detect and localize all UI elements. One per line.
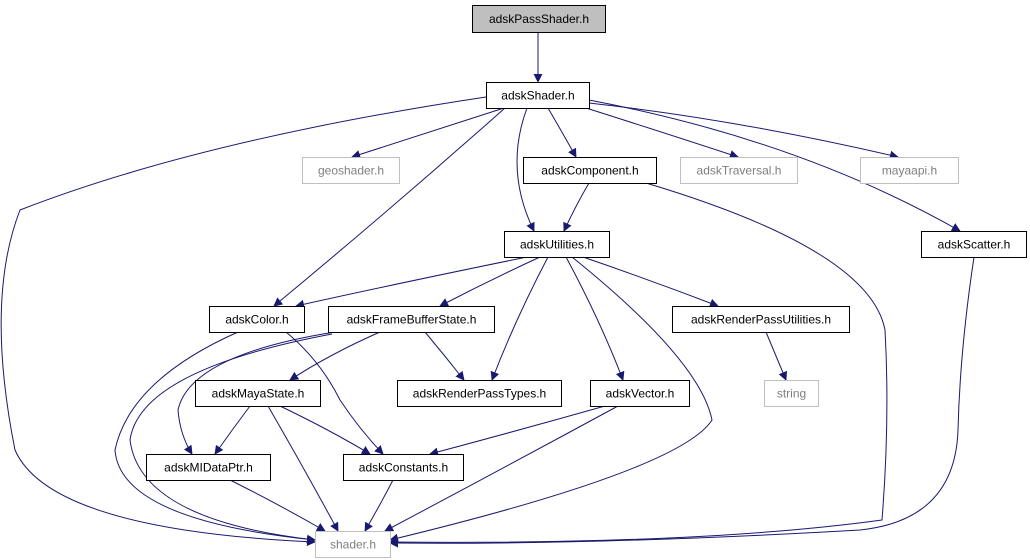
node-string: string [764, 380, 819, 407]
node-shader-h: shader.h [315, 531, 391, 558]
node-box-mayaapi [860, 157, 959, 184]
edge-shader-to-mayaapi [588, 102, 899, 160]
node-label-shader-h: shader.h [330, 538, 376, 552]
edge-scatter-to-shader-h [389, 256, 975, 548]
edge-utilities-to-render-pass-types [490, 256, 549, 381]
node-label-maya-state: adskMayaState.h [212, 387, 305, 401]
node-utilities[interactable]: adskUtilities.h [504, 231, 610, 258]
node-box-constants [343, 454, 464, 481]
edge-vector-to-shader-h [384, 405, 619, 532]
node-label-scatter: adskScatter.h [938, 238, 1011, 252]
edge-utilities-to-shader-h [389, 256, 713, 543]
edge-shader-to-geoshader [351, 107, 505, 159]
edge-color-to-shader-h [114, 331, 316, 544]
edge-utilities-to-color [295, 256, 528, 309]
node-box-string [764, 380, 819, 407]
edge-shader-to-component [547, 107, 577, 158]
edge-maya-state-to-shader-h [267, 405, 339, 532]
node-label-render-pass-types: adskRenderPassTypes.h [413, 387, 546, 401]
node-render-pass-types[interactable]: adskRenderPassTypes.h [397, 380, 562, 407]
edge-shader-to-scatter [588, 99, 961, 232]
edge-framebuffer-state-to-render-pass-types [424, 331, 465, 381]
edge-render-pass-utilities-to-string [765, 331, 788, 381]
edge-shader-to-traversal [585, 107, 739, 159]
edge-shader-to-shader-h [0, 96, 487, 547]
node-component[interactable]: adskComponent.h [523, 157, 657, 184]
edge-framebuffer-state-to-mi-data-ptr [177, 331, 336, 455]
node-traversal: adskTraversal.h [680, 157, 798, 184]
node-box-mi-data-ptr [146, 454, 271, 481]
node-color[interactable]: adskColor.h [209, 306, 305, 333]
node-label-mayaapi: mayaapi.h [882, 164, 937, 178]
node-geoshader: geoshader.h [302, 157, 400, 184]
node-label-component: adskComponent.h [541, 164, 638, 178]
node-label-framebuffer-state: adskFrameBufferState.h [347, 313, 477, 327]
node-shader[interactable]: adskShader.h [486, 82, 590, 109]
node-label-traversal: adskTraversal.h [697, 164, 782, 178]
edge-maya-state-to-constants [279, 405, 371, 455]
node-box-utilities [504, 231, 610, 258]
node-label-geoshader: geoshader.h [318, 164, 384, 178]
node-label-mi-data-ptr: adskMIDataPtr.h [164, 461, 253, 475]
node-label-color: adskColor.h [225, 313, 288, 327]
node-box-maya-state [195, 380, 321, 407]
node-box-render-pass-types [397, 380, 562, 407]
node-pass-shader[interactable]: adskPassShader.h [472, 5, 606, 33]
edge-framebuffer-state-to-maya-state [289, 331, 381, 381]
edge-utilities-to-vector [565, 256, 625, 381]
edge-utilities-to-framebuffer-state [439, 256, 541, 307]
node-mayaapi: mayaapi.h [860, 157, 959, 184]
edge-framebuffer-state-to-shader-h [129, 333, 333, 544]
node-label-pass-shader: adskPassShader.h [489, 12, 589, 26]
node-box-vector [590, 380, 690, 407]
node-box-pass-shader [472, 5, 606, 33]
node-framebuffer-state[interactable]: adskFrameBufferState.h [328, 306, 495, 333]
edge-utilities-to-render-pass-utilities [582, 256, 719, 308]
node-mi-data-ptr[interactable]: adskMIDataPtr.h [146, 454, 271, 481]
node-label-utilities: adskUtilities.h [520, 238, 594, 252]
edge-color-to-constants [285, 331, 384, 455]
edges [0, 32, 975, 548]
node-box-shader [486, 82, 590, 109]
node-label-render-pass-utilities: adskRenderPassUtilities.h [691, 313, 831, 327]
nodes: adskPassShader.h adskShader.h geoshader.h a… [146, 5, 1027, 558]
node-box-component [523, 157, 657, 184]
node-box-shader-h [315, 531, 391, 558]
node-render-pass-utilities[interactable]: adskRenderPassUtilities.h [672, 306, 850, 333]
node-label-string: string [777, 387, 806, 401]
edge-component-to-shader-h [389, 182, 888, 547]
node-maya-state[interactable]: adskMayaState.h [195, 380, 321, 407]
node-box-color [209, 306, 305, 333]
node-box-framebuffer-state [328, 306, 495, 333]
node-box-scatter [921, 231, 1027, 258]
edge-vector-to-constants [429, 405, 606, 457]
edge-component-to-utilities [563, 182, 590, 232]
node-label-constants: adskConstants.h [359, 461, 448, 475]
edge-maya-state-to-mi-data-ptr [214, 405, 251, 455]
edge-constants-to-shader-h [364, 479, 394, 532]
edge-shader-to-utilities [516, 107, 535, 232]
edge-shader-to-color [273, 107, 506, 307]
node-scatter[interactable]: adskScatter.h [921, 231, 1027, 258]
node-box-render-pass-utilities [672, 306, 850, 333]
edge-mi-data-ptr-to-shader-h [229, 479, 326, 532]
node-box-traversal [680, 157, 798, 184]
node-constants[interactable]: adskConstants.h [343, 454, 464, 481]
node-label-shader: adskShader.h [501, 89, 574, 103]
node-vector[interactable]: adskVector.h [590, 380, 690, 407]
node-box-geoshader [302, 157, 400, 184]
node-label-vector: adskVector.h [606, 387, 675, 401]
